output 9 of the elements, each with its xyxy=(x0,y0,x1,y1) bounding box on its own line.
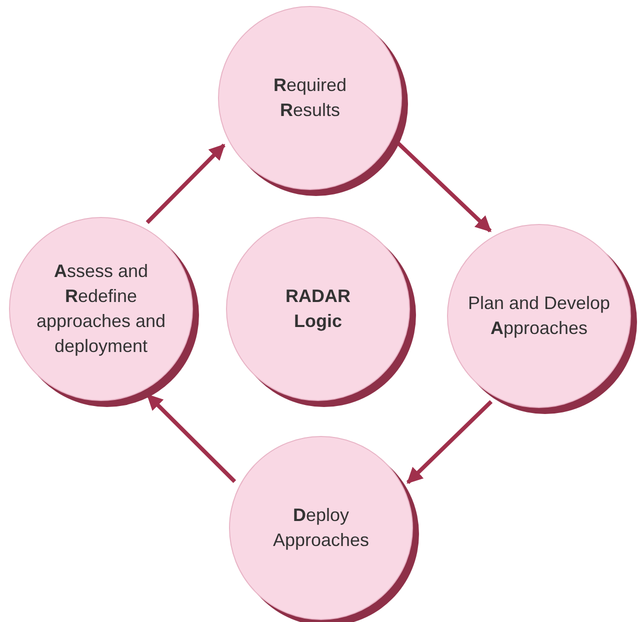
arrow xyxy=(406,400,493,484)
node-label: Required Results xyxy=(272,74,348,122)
node-label: Assess and Redefine approaches and deployment xyxy=(35,260,167,358)
arrow xyxy=(146,394,236,483)
arrow xyxy=(146,144,226,224)
arrow xyxy=(396,141,492,232)
node-label: Plan and Develop Approaches xyxy=(466,292,612,340)
node-label: RADAR Logic xyxy=(284,285,352,333)
node-label: Deploy Approaches xyxy=(272,504,370,552)
